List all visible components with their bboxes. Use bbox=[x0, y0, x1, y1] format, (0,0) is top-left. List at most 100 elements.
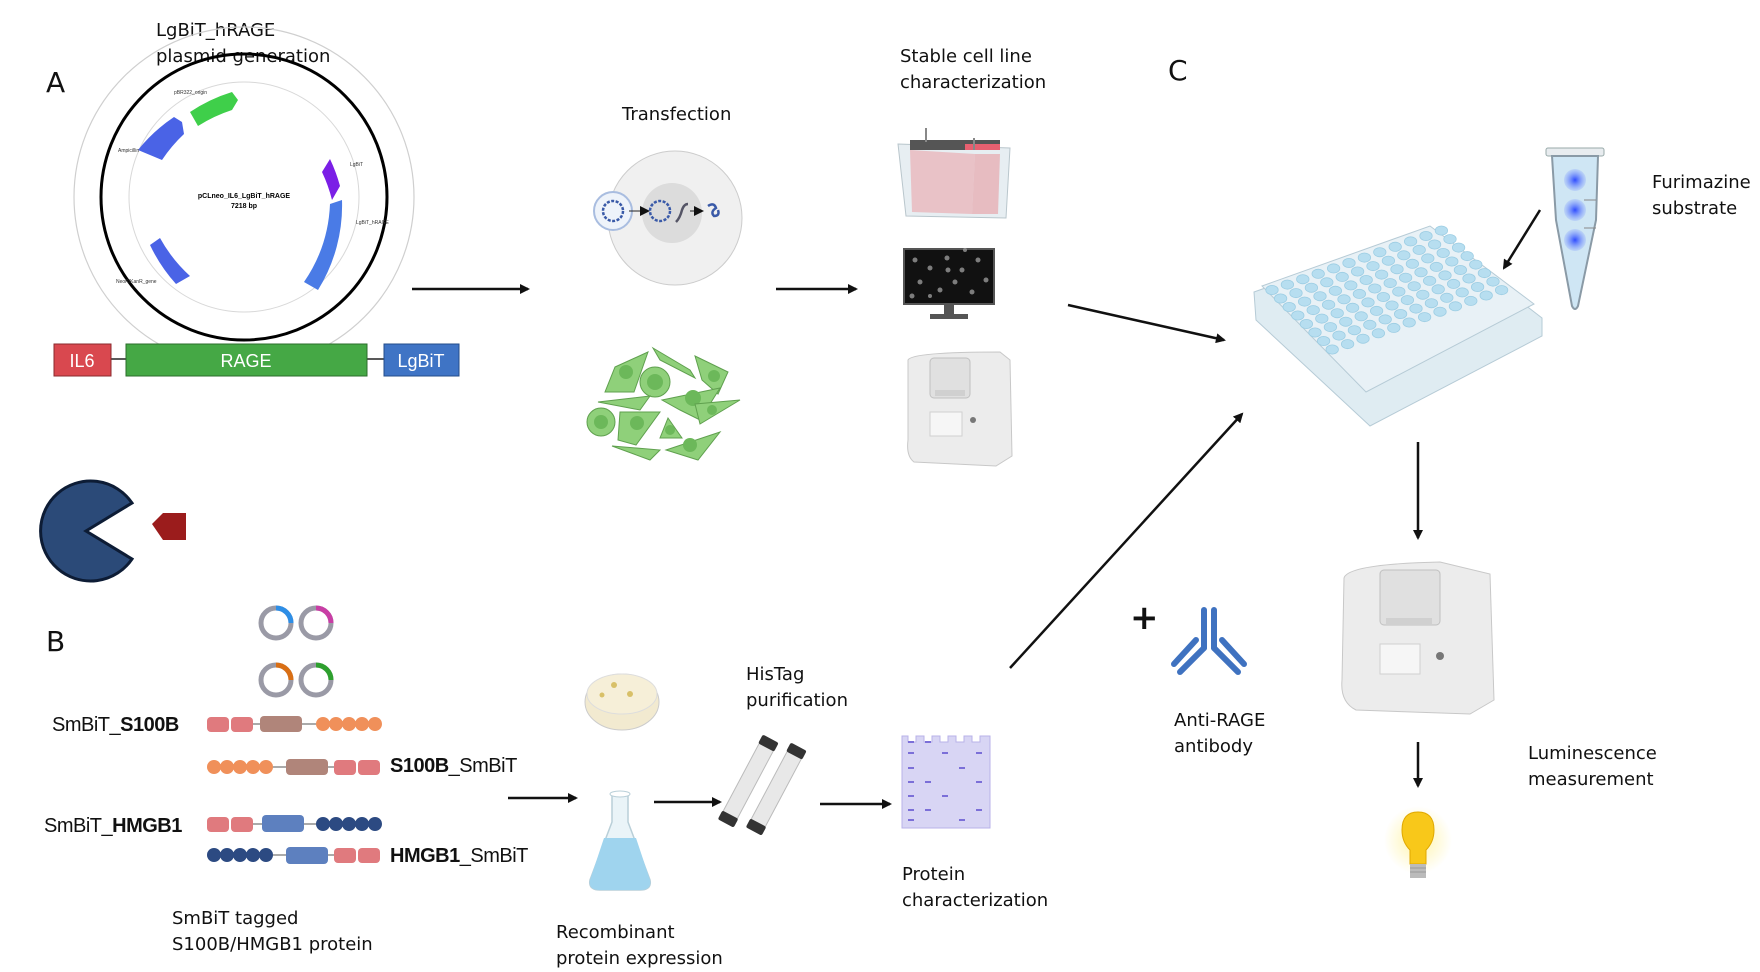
plate-well bbox=[1479, 290, 1493, 301]
plate-well bbox=[1347, 325, 1362, 336]
plate-well bbox=[1361, 297, 1375, 308]
96-well-plate-icon bbox=[1253, 225, 1543, 427]
plate-well bbox=[1394, 308, 1408, 319]
lgbit-segment bbox=[383, 343, 460, 377]
plasmid-size: 7218 bp bbox=[231, 203, 257, 210]
plate-well bbox=[1352, 288, 1367, 299]
plate-well bbox=[1328, 285, 1343, 296]
transfection-cell-icon bbox=[593, 150, 743, 286]
petri-dish-icon bbox=[584, 673, 660, 731]
il6-label: IL6 bbox=[69, 351, 94, 371]
plate-well bbox=[1357, 252, 1372, 263]
furimazine-label: Furimazine substrate bbox=[1652, 172, 1751, 219]
plate-well bbox=[1366, 261, 1380, 272]
plate-well bbox=[1376, 291, 1391, 302]
plate-well bbox=[1330, 308, 1344, 319]
rage-segment bbox=[125, 343, 368, 377]
luminometer-icon bbox=[1341, 561, 1495, 715]
plate-well bbox=[1320, 277, 1334, 288]
plate-well bbox=[1363, 319, 1377, 330]
anti-rage-antibody-icon bbox=[1171, 607, 1247, 675]
smbit-plasmids-icons bbox=[258, 605, 334, 698]
lgbit-label: LgBiT bbox=[397, 351, 444, 371]
plate-well bbox=[1424, 298, 1439, 309]
plate-well bbox=[1440, 292, 1454, 303]
il6-rage-lgbit-construct: IL6 RAGE LgBiT bbox=[53, 343, 460, 377]
plate-well bbox=[1429, 261, 1444, 272]
plate-well bbox=[1308, 327, 1322, 338]
plate-well bbox=[1431, 284, 1445, 295]
construct-label-s100b-smbit: S100B_SmBiT bbox=[390, 755, 517, 777]
plasmid-feature-pbr322-origin bbox=[190, 92, 238, 126]
arrow-protein-to-plate bbox=[1009, 412, 1244, 669]
plate-well bbox=[1486, 276, 1500, 287]
plate-well bbox=[1332, 330, 1346, 341]
plasmid-feature-lgbit-hrage bbox=[304, 200, 343, 290]
plate-well bbox=[1280, 279, 1295, 290]
plasmid-label-lgbit-hrage: LgBiT_hRAGE bbox=[356, 220, 389, 226]
plasmid-map: pCLneo_IL6_LgBiT_hRAGE 7218 bp pBR322_or… bbox=[73, 26, 415, 368]
plate-well bbox=[1304, 282, 1319, 293]
plate-well bbox=[1317, 335, 1331, 346]
plate-well bbox=[1387, 322, 1401, 333]
plate-well bbox=[1414, 267, 1428, 278]
plate-well bbox=[1306, 305, 1320, 316]
plate-well bbox=[1265, 284, 1279, 295]
plate-well bbox=[1313, 291, 1327, 302]
s100b-smbit-construct bbox=[207, 759, 380, 775]
plate-well bbox=[1464, 295, 1478, 306]
plate-well bbox=[1453, 264, 1468, 275]
stable-cell-line-label: Stable cell line characterization bbox=[900, 46, 1047, 93]
plate-well bbox=[1327, 263, 1341, 274]
plate-well bbox=[1296, 274, 1310, 285]
plate-well bbox=[1388, 241, 1402, 252]
plate-well bbox=[1404, 236, 1418, 247]
plate-well bbox=[1390, 264, 1404, 275]
plasmid-label-ampicillin: Ampicillin bbox=[118, 148, 139, 154]
plate-well bbox=[1381, 255, 1396, 266]
plate-well bbox=[1400, 295, 1415, 306]
plate-well bbox=[1282, 301, 1296, 312]
plate-well bbox=[1337, 294, 1351, 305]
microscopy-monitor-icon bbox=[903, 248, 995, 319]
plate-well bbox=[1356, 333, 1370, 344]
construct-label-smbit-hmgb1: SmBiT_HMGB1 bbox=[44, 815, 182, 837]
plate-well bbox=[1428, 239, 1442, 250]
erlenmeyer-flask-icon bbox=[588, 790, 652, 891]
furimazine-tube-icon bbox=[1545, 147, 1605, 310]
plate-well bbox=[1378, 314, 1392, 325]
protein-characterization-label: Protein characterization bbox=[902, 864, 1049, 911]
panel-a-letter: A bbox=[46, 66, 66, 99]
histag-purification-label: HisTag purification bbox=[746, 664, 848, 711]
plate-well bbox=[1423, 275, 1437, 286]
plate-well bbox=[1289, 288, 1303, 299]
plate-wells bbox=[1265, 225, 1509, 355]
plate-well bbox=[1385, 300, 1399, 311]
plate-well bbox=[1436, 247, 1450, 258]
plate-well bbox=[1291, 310, 1305, 321]
plate-well bbox=[1399, 272, 1413, 283]
plate-well bbox=[1323, 322, 1338, 333]
plasmid-feature-neor-kanr bbox=[150, 238, 190, 284]
plate-well bbox=[1373, 247, 1387, 258]
plate-well bbox=[1344, 280, 1358, 291]
plate-well bbox=[1448, 301, 1463, 312]
plate-well bbox=[1368, 283, 1382, 294]
lightbulb-icon bbox=[1384, 806, 1452, 878]
arrow-cellline-to-plate bbox=[1067, 303, 1226, 344]
plate-well bbox=[1462, 273, 1476, 284]
plate-well bbox=[1375, 269, 1389, 280]
plate-well bbox=[1299, 318, 1314, 329]
plus-sign: + bbox=[1130, 598, 1159, 638]
plasmid-label-pbr322: pBR322_origin bbox=[174, 90, 207, 96]
plate-well bbox=[1325, 344, 1339, 355]
plate-well bbox=[1421, 253, 1435, 264]
recombinant-expression-label: Recombinant protein expression bbox=[556, 922, 723, 969]
plate-well bbox=[1274, 293, 1288, 304]
plate-well bbox=[1339, 316, 1353, 327]
plate-well bbox=[1434, 225, 1449, 236]
plate-well bbox=[1433, 306, 1447, 317]
panel-c-letter: C bbox=[1168, 54, 1188, 87]
rage-label: RAGE bbox=[220, 351, 271, 371]
plate-well bbox=[1455, 287, 1469, 298]
